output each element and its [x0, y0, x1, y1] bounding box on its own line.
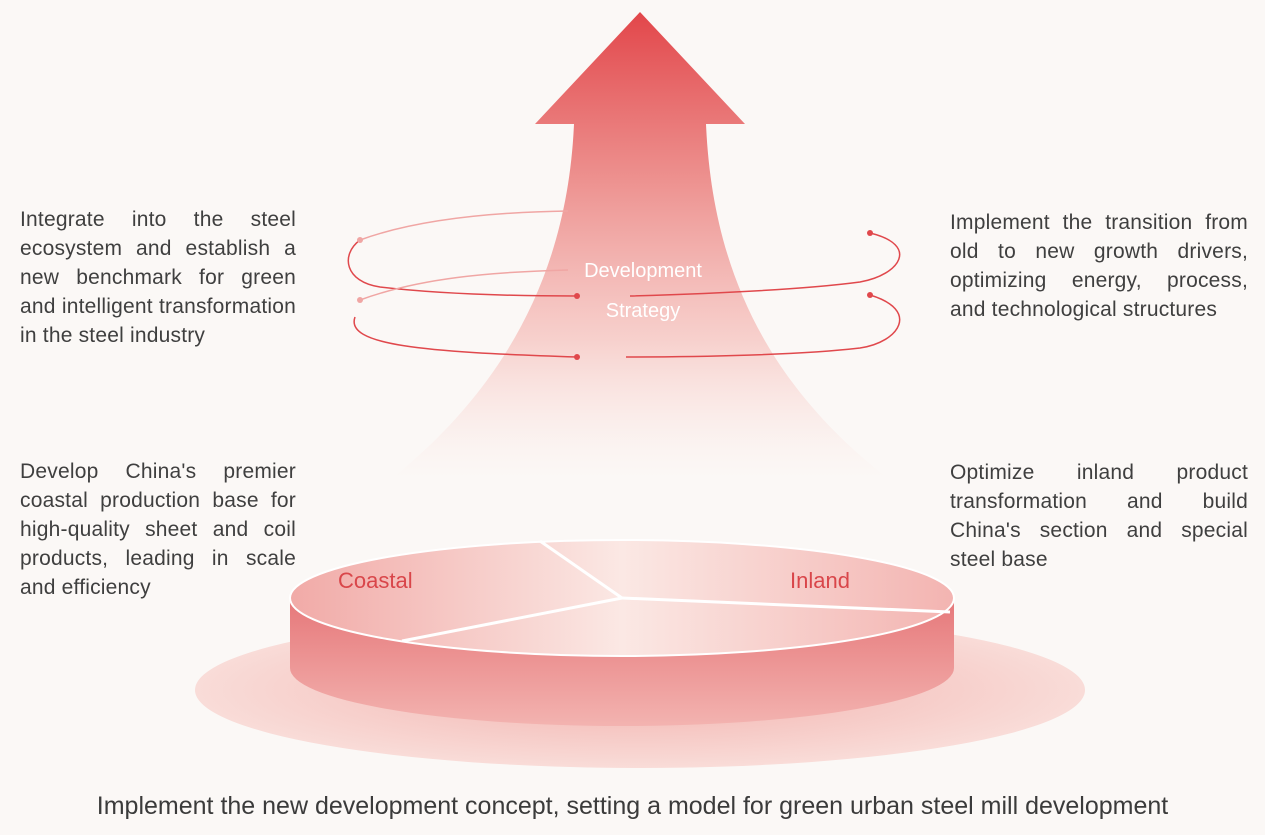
- footer-caption: Implement the new development concept, s…: [96, 792, 1169, 820]
- orbit-rings: [347, 210, 901, 358]
- disc-dividers: [401, 539, 951, 643]
- disc-label-coastal: Coastal: [338, 568, 413, 593]
- center-label-line2: Strategy: [605, 300, 681, 322]
- orbit-dots: [357, 230, 873, 360]
- disc-label-inland: Inland: [790, 568, 850, 593]
- right-upper-text: Implement the transition from old to new…: [950, 211, 1248, 321]
- left-lower-text: Develop China's premier coastal producti…: [20, 460, 296, 599]
- center-label-line1: Development: [584, 260, 702, 282]
- growth-arrow: [390, 12, 890, 480]
- right-lower-text: Optimize inland product transformation a…: [950, 461, 1248, 571]
- left-upper-text: Integrate into the steel ecosystem and e…: [20, 208, 296, 347]
